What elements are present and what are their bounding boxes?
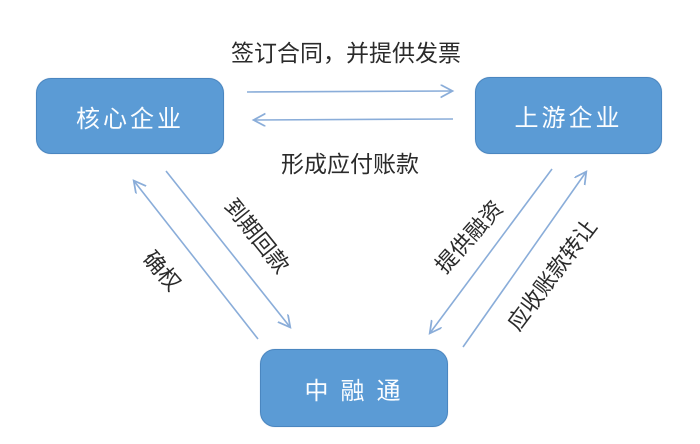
edge-label-sign-contract: 签订合同，并提供发票 — [231, 41, 461, 66]
arrow-confirm-right — [134, 181, 259, 340]
arrow-receivable-transfer — [462, 172, 586, 348]
arrow-sign-contract — [246, 91, 452, 92]
arrow-maturity-repayment — [165, 170, 290, 327]
arrow-provide-financing — [430, 168, 553, 333]
node-upstream-enterprise-label: 上游企业 — [514, 106, 623, 132]
node-zhongrongtong-platform: 中 融 通 — [260, 349, 448, 427]
node-core-enterprise: 核心企业 — [36, 78, 224, 154]
node-zhongrongtong-platform-label: 中 融 通 — [304, 378, 404, 405]
edge-label-form-payable: 形成应付账款 — [281, 152, 419, 177]
node-upstream-enterprise: 上游企业 — [475, 77, 662, 154]
node-core-enterprise-label: 核心企业 — [76, 106, 184, 133]
arrow-form-payable — [254, 119, 454, 120]
